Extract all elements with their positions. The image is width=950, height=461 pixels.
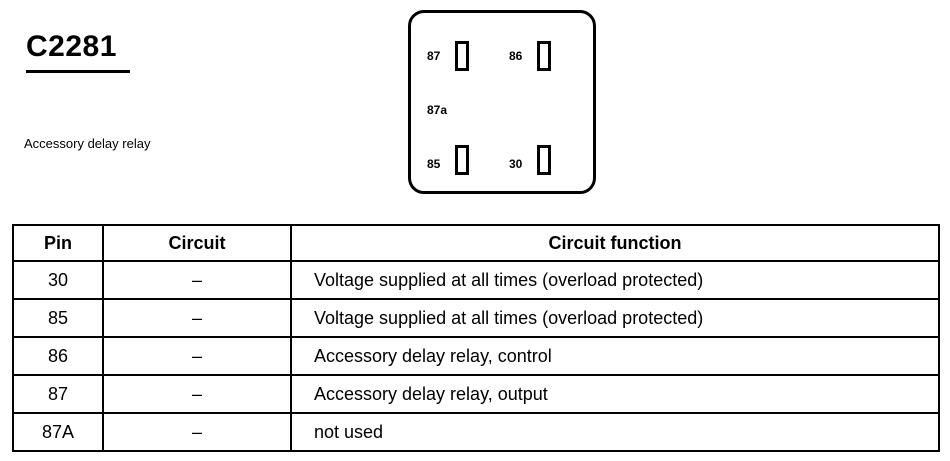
cell-circuit: – (102, 412, 292, 452)
cell-circuit: – (102, 336, 292, 376)
cell-pin: 30 (12, 260, 104, 300)
table-row: 85 – Voltage supplied at all times (over… (12, 298, 940, 338)
cell-circuit-function: Accessory delay relay, output (290, 374, 940, 414)
cell-circuit-function: Accessory delay relay, control (290, 336, 940, 376)
pin-label-86: 86 (509, 49, 523, 63)
cell-circuit-function: Voltage supplied at all times (overload … (290, 298, 940, 338)
pin-slot-30 (537, 145, 551, 175)
pin-slot-87 (455, 41, 469, 71)
table-row: 86 – Accessory delay relay, control (12, 336, 940, 376)
pin-label-87: 87 (427, 49, 441, 63)
pin-label-30: 30 (509, 157, 523, 171)
connector-id-underline (26, 70, 130, 73)
table-row: 87A – not used (12, 412, 940, 452)
cell-pin: 85 (12, 298, 104, 338)
cell-circuit-function: not used (290, 412, 940, 452)
cell-circuit: – (102, 260, 292, 300)
header-circuit: Circuit (102, 224, 292, 262)
table-row: 30 – Voltage supplied at all times (over… (12, 260, 940, 300)
cell-circuit: – (102, 298, 292, 338)
pin-slot-86 (537, 41, 551, 71)
cell-pin: 86 (12, 336, 104, 376)
cell-pin: 87A (12, 412, 104, 452)
pin-slot-85 (455, 145, 469, 175)
header-pin: Pin (12, 224, 104, 262)
table-header-row: Pin Circuit Circuit function (12, 224, 940, 262)
header-circuit-function: Circuit function (290, 224, 940, 262)
connector-description: Accessory delay relay (24, 136, 151, 151)
pin-label-85: 85 (427, 157, 441, 171)
cell-circuit-function: Voltage supplied at all times (overload … (290, 260, 940, 300)
connector-id: C2281 (26, 30, 117, 63)
cell-circuit: – (102, 374, 292, 414)
pin-label-87a: 87a (427, 103, 448, 117)
pin-table: Pin Circuit Circuit function 30 – Voltag… (12, 224, 940, 452)
cell-pin: 87 (12, 374, 104, 414)
table-row: 87 – Accessory delay relay, output (12, 374, 940, 414)
relay-face-diagram: 87 86 87a 85 30 (408, 10, 596, 194)
